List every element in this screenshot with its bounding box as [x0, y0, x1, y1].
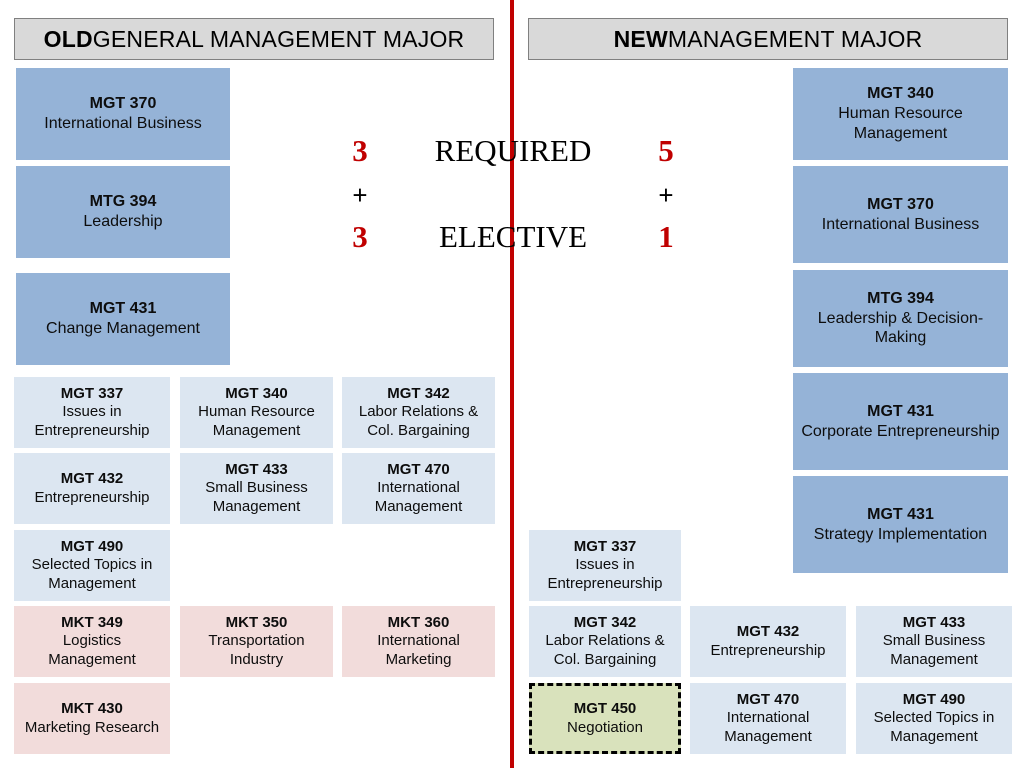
course-code: MGT 470 [387, 460, 450, 478]
old-elective-course-7: MGT 490 Selected Topics in Management [14, 530, 170, 601]
course-title: International Management [374, 479, 463, 515]
elective-label: ELECTIVE [438, 219, 588, 254]
new-required-course-2: MGT 370 International Business [793, 166, 1008, 263]
old-major-header-highlight: OLD [43, 25, 93, 52]
course-title: Logistics Management [48, 632, 136, 668]
old-elective-course-6: MGT 470 International Management [342, 453, 495, 524]
course-code: MGT 337 [60, 384, 124, 402]
course-code: MGT 337 [573, 537, 637, 555]
course-code: MTG 394 [89, 193, 157, 211]
course-title: Issues in Entrepreneurship [547, 556, 663, 592]
plus-icon-left: + [352, 179, 368, 210]
new-major-header-highlight: NEW [613, 25, 668, 52]
old-marketing-elective-1: MKT 349 Logistics Management [14, 606, 170, 677]
old-major-header-rest: GENERAL MANAGEMENT MAJOR [92, 25, 465, 52]
course-code: MGT 340 [867, 85, 934, 103]
course-title: International Management [724, 709, 812, 745]
course-title: Labor Relations & Col. Bargaining [545, 632, 665, 668]
old-elective-course-1: MGT 337 Issues in Entrepreneurship [14, 377, 170, 448]
course-code: MGT 340 [225, 384, 288, 402]
course-title: Corporate Entrepreneurship [801, 422, 1000, 440]
course-title: Labor Relations & Col. Bargaining [358, 403, 479, 439]
course-title: International Business [821, 215, 980, 233]
course-title: Small Business Management [205, 479, 308, 515]
old-elective-course-2: MGT 340 Human Resource Management [180, 377, 333, 448]
course-code: MGT 342 [387, 384, 450, 402]
new-required-course-1: MGT 340 Human Resource Management [793, 68, 1008, 160]
old-elective-course-3: MGT 342 Labor Relations & Col. Bargainin… [342, 377, 495, 448]
old-elective-count: 3 [352, 219, 368, 254]
new-elective-course-4: MGT 433 Small Business Management [856, 606, 1012, 677]
course-title: Change Management [46, 320, 200, 337]
old-marketing-elective-3: MKT 360 International Marketing [342, 606, 495, 677]
course-code: MGT 433 [902, 613, 966, 631]
course-title: Leadership & Decision-Making [817, 309, 984, 347]
course-code: MGT 470 [736, 690, 800, 708]
new-elective-course-3: MGT 432 Entrepreneurship [690, 606, 846, 677]
course-title: Marketing Research [24, 718, 160, 736]
course-title: Entrepreneurship [34, 488, 150, 506]
new-elective-course-1: MGT 337 Issues in Entrepreneurship [529, 530, 681, 601]
new-elective-course-negotiation: MGT 450 Negotiation [529, 683, 681, 754]
new-required-course-3: MTG 394 Leadership & Decision-Making [793, 270, 1008, 367]
old-required-course-2: MTG 394 Leadership [16, 166, 230, 258]
course-title: Transportation Industry [208, 632, 305, 668]
course-title: Human Resource Management [198, 403, 315, 439]
course-code: MGT 370 [867, 195, 934, 213]
new-elective-course-6: MGT 490 Selected Topics in Management [856, 683, 1012, 754]
course-code: MGT 450 [573, 700, 637, 718]
course-code: MGT 370 [89, 95, 157, 113]
requirement-summary: 3 REQUIRED 5 + + 3 ELECTIVE 1 [330, 128, 696, 266]
old-elective-course-4: MGT 432 Entrepreneurship [14, 453, 170, 524]
course-code: MKT 360 [387, 613, 450, 631]
course-code: MGT 490 [60, 537, 124, 555]
course-title: Entrepreneurship [710, 641, 826, 659]
course-title: Issues in Entrepreneurship [34, 403, 150, 439]
course-title: Strategy Implementation [813, 525, 988, 543]
new-required-count: 5 [658, 133, 674, 168]
new-required-course-4: MGT 431 Corporate Entrepreneurship [793, 373, 1008, 470]
course-title: Selected Topics in Management [873, 709, 995, 745]
course-code: MGT 431 [89, 300, 157, 318]
course-code: MGT 490 [902, 690, 966, 708]
old-required-course-3: MGT 431 Change Management [16, 273, 230, 365]
course-title: International Business [44, 115, 202, 132]
vertical-divider-line [510, 0, 514, 768]
new-major-header: NEW MANAGEMENT MAJOR [528, 18, 1008, 60]
old-marketing-elective-4: MKT 430 Marketing Research [14, 683, 170, 754]
course-code: MGT 431 [867, 402, 934, 420]
course-code: MTG 394 [867, 289, 934, 307]
course-code: MGT 433 [225, 460, 288, 478]
plus-icon-right: + [658, 179, 674, 210]
course-code: MGT 432 [60, 470, 124, 488]
plus-operator-row: + + [330, 176, 696, 214]
course-title: Small Business Management [882, 632, 986, 668]
course-code: MGT 432 [736, 623, 800, 641]
course-title: Leadership [83, 213, 163, 230]
course-title: Selected Topics in Management [31, 556, 153, 592]
course-title: Human Resource Management [838, 105, 963, 142]
new-elective-course-2: MGT 342 Labor Relations & Col. Bargainin… [529, 606, 681, 677]
new-elective-count: 1 [658, 219, 674, 254]
required-summary-row: 3 REQUIRED 5 [330, 128, 696, 174]
course-code: MKT 350 [225, 613, 288, 631]
required-label: REQUIRED [434, 133, 592, 168]
new-major-header-rest: MANAGEMENT MAJOR [667, 25, 923, 52]
course-code: MKT 430 [61, 700, 123, 718]
old-major-header: OLD GENERAL MANAGEMENT MAJOR [14, 18, 494, 60]
old-elective-course-5: MGT 433 Small Business Management [180, 453, 333, 524]
course-title: International Marketing [377, 632, 460, 668]
course-title: Negotiation [567, 718, 643, 736]
course-code: MGT 431 [867, 505, 934, 523]
elective-summary-row: 3 ELECTIVE 1 [330, 214, 696, 260]
course-code: MKT 349 [61, 613, 123, 631]
course-code: MGT 342 [573, 613, 637, 631]
old-marketing-elective-2: MKT 350 Transportation Industry [180, 606, 333, 677]
new-elective-course-5: MGT 470 International Management [690, 683, 846, 754]
new-required-course-5: MGT 431 Strategy Implementation [793, 476, 1008, 573]
old-required-course-1: MGT 370 International Business [16, 68, 230, 160]
old-required-count: 3 [352, 133, 368, 168]
